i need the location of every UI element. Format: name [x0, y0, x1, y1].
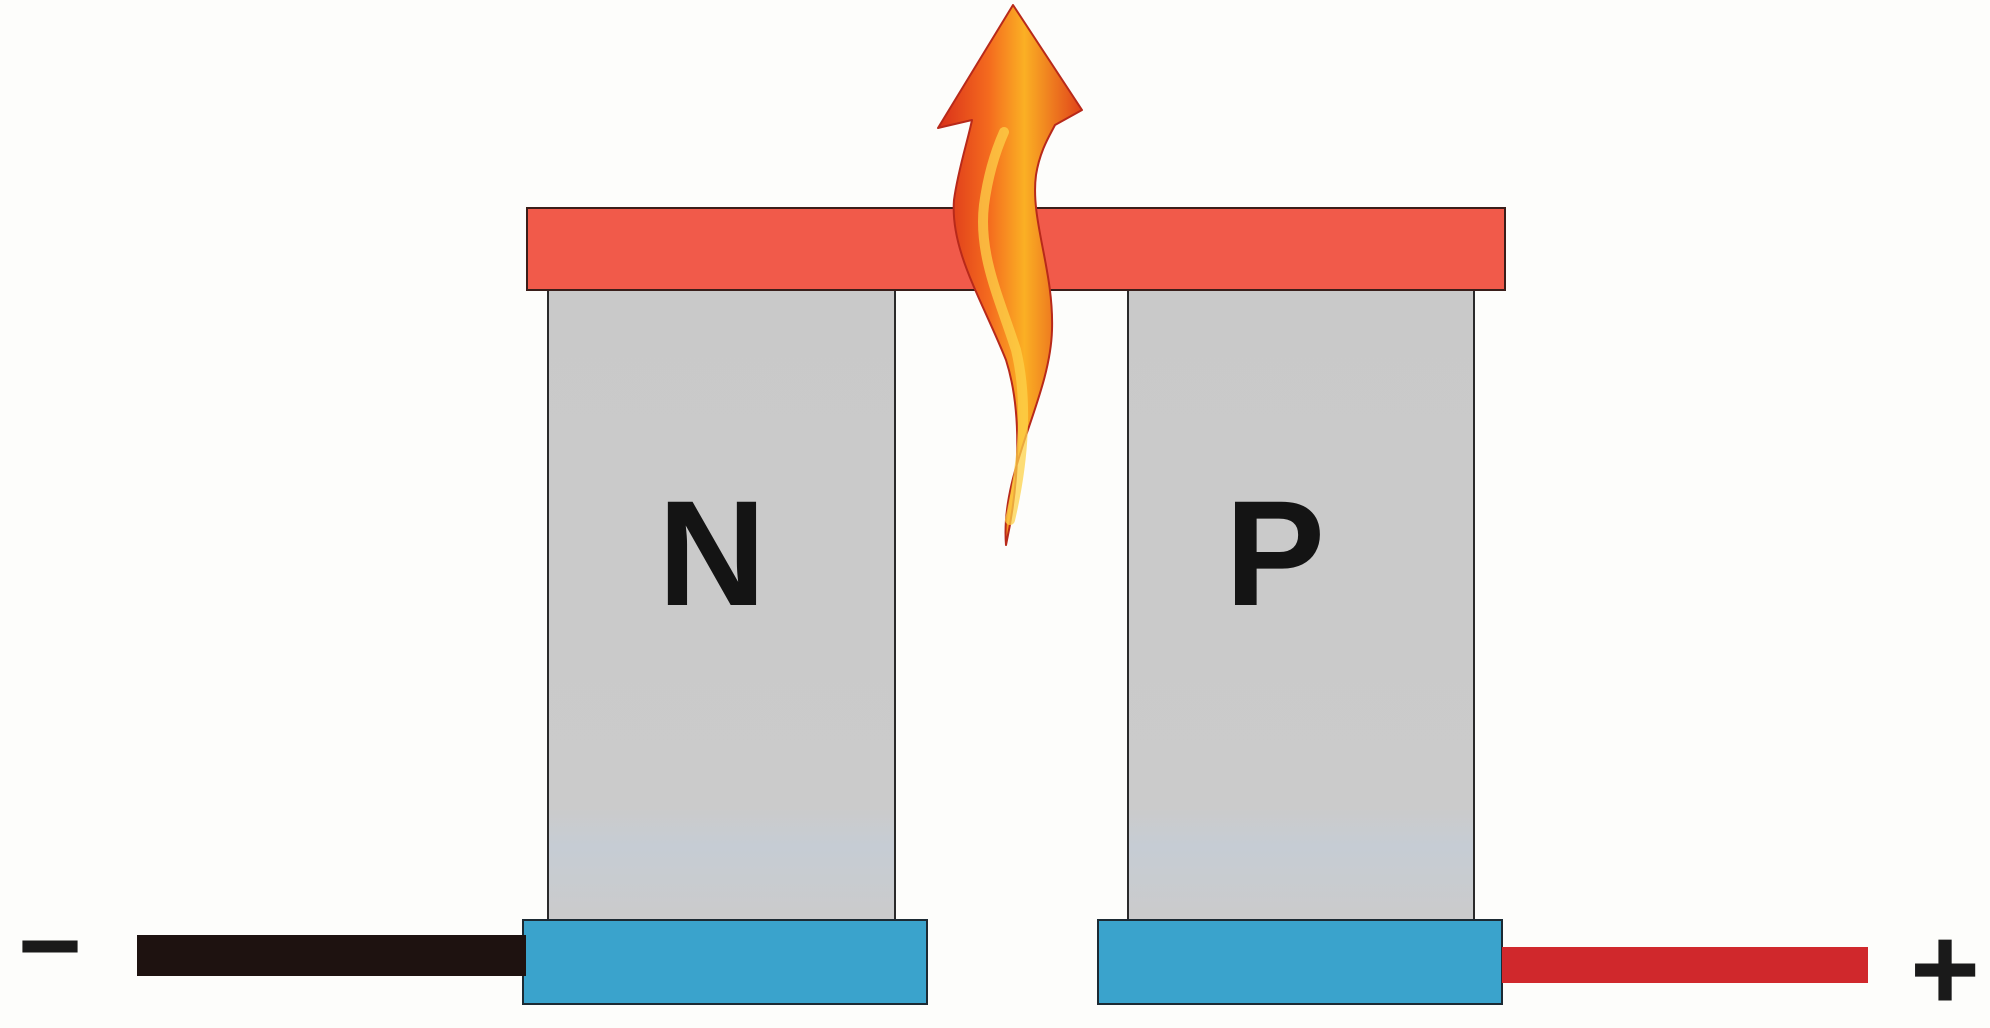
positive-wire	[1502, 947, 1868, 983]
n-leg-label: N	[658, 469, 766, 637]
positive-terminal-label: +	[1910, 902, 1980, 1028]
p-leg-label: P	[1225, 469, 1325, 637]
cold-side-electrode-left	[522, 919, 928, 1005]
negative-wire	[137, 935, 526, 976]
negative-terminal-label: −	[18, 884, 82, 1007]
cold-side-electrode-right	[1097, 919, 1503, 1005]
n-type-leg	[547, 289, 896, 923]
heat-flow-arrow-icon	[937, 4, 1083, 546]
